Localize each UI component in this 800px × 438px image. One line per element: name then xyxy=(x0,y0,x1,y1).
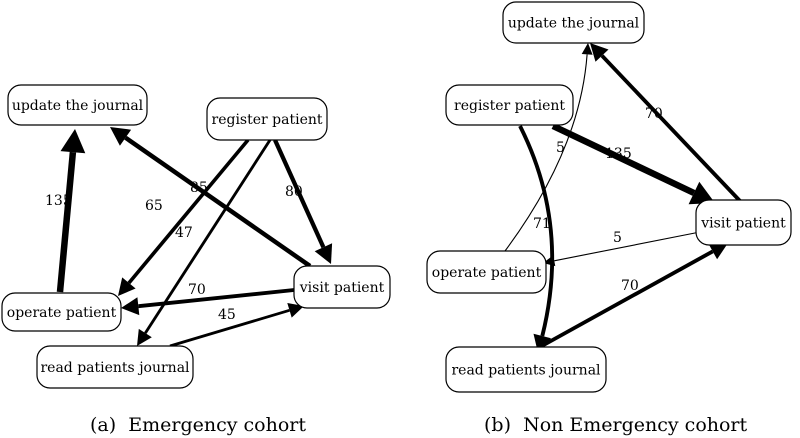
edge-register-to-read: 47 xyxy=(137,139,272,346)
node-label-register: register patient xyxy=(212,112,323,128)
edge-read-to-visit: 45 xyxy=(169,303,304,348)
node-box-read xyxy=(36,345,194,389)
node-update: update the journal xyxy=(7,84,148,126)
edge-line-visit-to-update xyxy=(600,54,742,203)
node-box-read xyxy=(445,346,607,393)
edge-visit-to-operate: 70 xyxy=(121,282,295,316)
node-register: register patient xyxy=(206,97,328,141)
node-box-operate xyxy=(1,292,122,332)
node-visit: visit patient xyxy=(695,199,792,246)
edge-label-register-to-visit: 135 xyxy=(605,146,632,162)
arrowhead-read-to-visit xyxy=(287,303,304,318)
edge-label-register-to-operate: 65 xyxy=(145,198,163,214)
node-label-register: register patient xyxy=(454,98,565,114)
edge-line-operate-to-update xyxy=(56,151,77,293)
arrowhead-register-to-read xyxy=(137,328,152,346)
edge-visit-to-operate: 5 xyxy=(543,230,701,267)
node-operate: operate patient xyxy=(426,250,547,294)
node-read: read patients journal xyxy=(445,346,607,393)
node-label-update: update the journal xyxy=(508,16,640,32)
arrowhead-visit-to-update xyxy=(110,127,132,146)
arrowhead-register-to-visit xyxy=(688,181,715,205)
edge-line-register-to-read xyxy=(144,139,272,334)
edge-label-visit-to-update: 85 xyxy=(190,180,208,196)
edge-operate-to-update: 5 xyxy=(504,43,593,252)
edge-register-to-operate: 65 xyxy=(118,138,250,296)
edge-label-register-to-read: 71 xyxy=(533,216,551,232)
edge-line-register-to-read xyxy=(518,125,555,337)
arrowhead-visit-to-operate xyxy=(121,297,140,316)
edge-label-read-to-visit: 70 xyxy=(621,278,639,294)
node-box-visit xyxy=(695,199,792,246)
node-operate: operate patient xyxy=(1,292,122,332)
edge-register-to-read: 71 xyxy=(518,125,555,353)
edge-operate-to-update: 135 xyxy=(45,129,86,293)
caption-emergency: (a) Emergency cohort xyxy=(90,414,306,436)
edge-register-to-visit: 135 xyxy=(551,123,715,205)
node-label-read: read patients journal xyxy=(451,363,601,379)
node-box-register xyxy=(206,97,328,141)
node-update: update the journal xyxy=(502,1,645,44)
edge-label-operate-to-update: 5 xyxy=(556,140,565,156)
edge-line-read-to-visit xyxy=(169,308,290,348)
edge-visit-to-update: 70 xyxy=(590,43,742,203)
arrowhead-read-to-visit xyxy=(708,243,728,260)
panel-non-emergency: 135 70 5 71 5 70 update the journal register pa… xyxy=(426,1,792,436)
arrowhead-register-to-operate xyxy=(118,277,136,296)
arrowhead-operate-to-update xyxy=(581,43,593,55)
edge-label-visit-to-update: 70 xyxy=(645,106,663,122)
node-read: read patients journal xyxy=(36,345,194,389)
edge-label-register-to-visit: 80 xyxy=(285,184,303,200)
edge-label-operate-to-update: 135 xyxy=(45,193,72,209)
node-label-visit: visit patient xyxy=(700,216,786,232)
edge-line-register-to-operate xyxy=(127,138,250,285)
node-box-operate xyxy=(426,250,547,294)
node-box-update xyxy=(502,1,645,44)
node-label-operate: operate patient xyxy=(7,305,117,321)
edge-line-operate-to-update xyxy=(504,54,588,252)
edge-register-to-visit: 80 xyxy=(273,139,333,264)
edge-line-register-to-visit xyxy=(551,123,696,196)
caption-non-emergency: (b) Non Emergency cohort xyxy=(484,414,748,436)
arrowhead-visit-to-update xyxy=(590,43,609,62)
arrowhead-register-to-visit xyxy=(314,243,333,264)
node-label-update: update the journal xyxy=(12,98,144,114)
edge-line-visit-to-operate xyxy=(554,231,701,262)
edge-line-read-to-visit xyxy=(539,249,714,349)
node-label-operate: operate patient xyxy=(432,265,542,281)
node-register: register patient xyxy=(445,84,574,126)
node-visit: visit patient xyxy=(293,265,391,309)
node-label-read: read patients journal xyxy=(40,360,190,376)
node-box-visit xyxy=(293,265,391,309)
edge-line-register-to-visit xyxy=(273,139,326,249)
edge-label-visit-to-operate: 5 xyxy=(613,230,622,246)
node-box-update xyxy=(7,84,148,126)
edge-visit-to-update: 85 xyxy=(110,127,312,268)
edge-read-to-visit: 70 xyxy=(539,243,728,349)
node-box-register xyxy=(445,84,574,126)
edge-line-visit-to-operate xyxy=(138,288,295,309)
edge-line-visit-to-update xyxy=(124,135,312,268)
edge-label-visit-to-operate: 70 xyxy=(188,282,206,298)
arrowhead-operate-to-update xyxy=(60,129,86,154)
panel-emergency: 135 65 47 80 85 70 45 update the journal registe… xyxy=(1,84,391,436)
edge-label-register-to-read: 47 xyxy=(175,225,193,241)
edge-label-read-to-visit: 45 xyxy=(218,307,236,323)
node-label-visit: visit patient xyxy=(299,280,385,296)
